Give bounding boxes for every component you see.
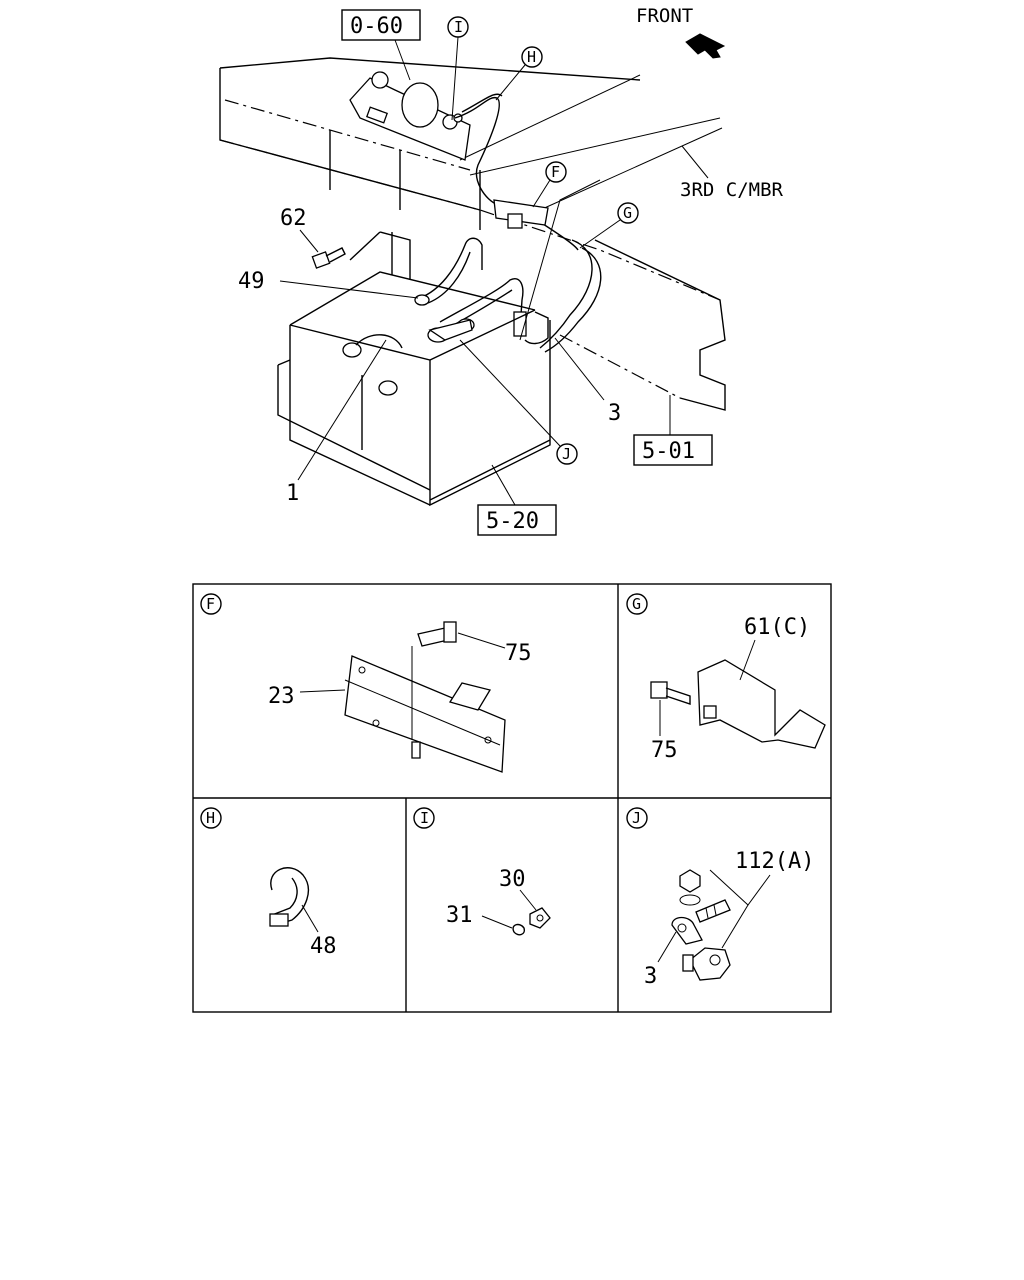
- detail-j: J 112(A) 3: [626, 807, 814, 989]
- member-label: 3RD C/MBR: [680, 179, 784, 201]
- detail-j-tag: J: [632, 809, 641, 827]
- callout-g: G: [579, 202, 639, 249]
- svg-text:G: G: [623, 204, 632, 222]
- detail-f: F 75 23: [200, 593, 532, 773]
- part-49-label: 49: [238, 269, 265, 294]
- battery-carrier: [277, 231, 551, 507]
- callout-i: I: [447, 16, 469, 121]
- ref-5-20-label: 5-20: [486, 509, 539, 534]
- callout-f: F: [532, 161, 567, 208]
- part-3-label: 3: [608, 401, 621, 426]
- detail-f-tag: F: [206, 595, 215, 613]
- detail-g-tag: G: [632, 595, 641, 613]
- svg-text:F: F: [551, 163, 560, 181]
- callout-h: H: [495, 46, 543, 101]
- battery-cables: [419, 93, 602, 353]
- part-1-label: 1: [286, 481, 299, 506]
- main-assembly: 0-60 5-01 5-20 FRONT 3RD C/MBR 62 49 1 3…: [219, 5, 784, 536]
- front-label: FRONT: [636, 5, 693, 27]
- ref-0-60-label: 0-60: [350, 14, 403, 39]
- cross-member: [459, 74, 723, 211]
- detail-grid: [192, 583, 832, 1013]
- detail-g: G 61(C) 75: [626, 593, 826, 763]
- part-62-label: 62: [280, 206, 307, 231]
- detail-j-part-3: 3: [644, 964, 657, 989]
- front-arrow-icon: [685, 33, 726, 59]
- detail-g-part-61c: 61(C): [744, 615, 810, 640]
- ref-box-5-20: [477, 504, 557, 536]
- detail-i-part-30: 30: [499, 867, 526, 892]
- bracket-f-main: [493, 199, 549, 229]
- callout-j: J: [459, 339, 578, 465]
- ref-box-5-01: [633, 434, 713, 466]
- detail-i-tag: I: [420, 809, 429, 827]
- battery-terminals: [342, 294, 475, 396]
- detail-i-part-31: 31: [446, 903, 473, 928]
- svg-text:H: H: [527, 48, 536, 66]
- svg-text:I: I: [454, 18, 463, 36]
- frame-rail: [219, 57, 726, 411]
- ref-box-0-60: [341, 9, 421, 41]
- detail-g-part-75: 75: [651, 738, 678, 763]
- detail-h: H 48: [200, 807, 337, 959]
- detail-f-part-23: 23: [268, 684, 295, 709]
- detail-f-part-75: 75: [505, 641, 532, 666]
- svg-text:J: J: [562, 445, 571, 463]
- detail-j-part-112a: 112(A): [735, 849, 814, 874]
- bolt-62: [311, 247, 346, 269]
- detail-i: I 30 31: [413, 807, 551, 936]
- detail-h-tag: H: [206, 809, 215, 827]
- detail-h-part-48: 48: [310, 934, 337, 959]
- ref-5-01-label: 5-01: [642, 439, 695, 464]
- starter-motor: [349, 71, 471, 161]
